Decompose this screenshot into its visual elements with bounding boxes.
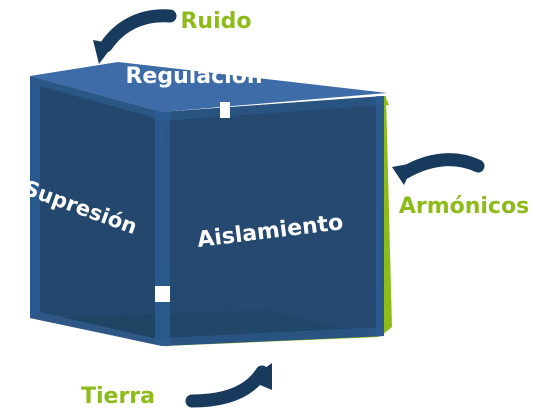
front-right-edge — [376, 96, 384, 336]
left-face — [30, 76, 162, 346]
top-separator — [220, 102, 230, 118]
front-left-edge — [162, 112, 170, 346]
top-left-inner-edge — [30, 76, 162, 120]
ground-label: Tierra — [81, 384, 155, 409]
left-front-edge — [155, 112, 162, 346]
front-face — [162, 96, 384, 346]
ground-arrow-icon — [185, 363, 272, 408]
top-face-label: Regulación — [125, 64, 262, 89]
harmonics-arrow-icon — [392, 153, 485, 185]
cube-inner-faces — [30, 62, 387, 346]
front-bottom-inner-edge — [162, 327, 384, 346]
front-top-inner-edge — [162, 96, 384, 121]
harmonics-label: Armónicos — [399, 194, 529, 219]
left-back-edge — [30, 76, 40, 318]
top-face — [30, 62, 387, 112]
noise-label: Ruido — [180, 9, 251, 34]
noise-arrow-icon — [93, 9, 177, 64]
bottom-separator — [155, 286, 170, 302]
bottom-left-inner-edge — [30, 312, 162, 346]
